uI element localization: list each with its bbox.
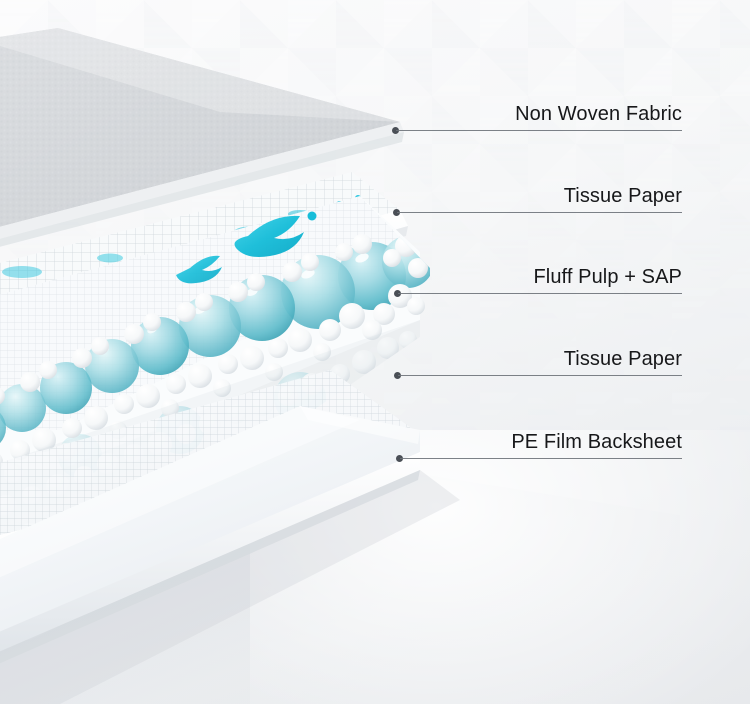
callout-dot-tissue-paper-top bbox=[393, 208, 400, 216]
callout-dot-fluff-pulp-sap bbox=[394, 289, 401, 297]
callout-line-pe-film-backsheet bbox=[400, 458, 682, 459]
callout-line-tissue-paper-bottom bbox=[398, 375, 682, 376]
callout-dot-tissue-paper-bottom bbox=[394, 371, 401, 379]
callout-text-tissue-paper-bottom: Tissue Paper bbox=[563, 348, 682, 370]
callout-dot-non-woven-fabric bbox=[392, 126, 399, 134]
callout-text-tissue-paper-top: Tissue Paper bbox=[563, 185, 682, 207]
callout-text-non-woven-fabric: Non Woven Fabric bbox=[515, 103, 682, 125]
layer-pe-film-backsheet bbox=[0, 406, 420, 664]
callout-dot-pe-film-backsheet bbox=[396, 454, 403, 462]
callout-line-fluff-pulp-sap bbox=[398, 293, 682, 294]
layer-stack-illustration bbox=[0, 28, 460, 704]
callout-line-tissue-paper-top bbox=[397, 212, 682, 213]
callout-line-non-woven-fabric bbox=[396, 130, 682, 131]
callout-text-fluff-pulp-sap: Fluff Pulp + SAP bbox=[533, 266, 682, 288]
layer-non-woven-fabric bbox=[0, 28, 404, 247]
callout-text-pe-film-backsheet: PE Film Backsheet bbox=[511, 431, 682, 453]
